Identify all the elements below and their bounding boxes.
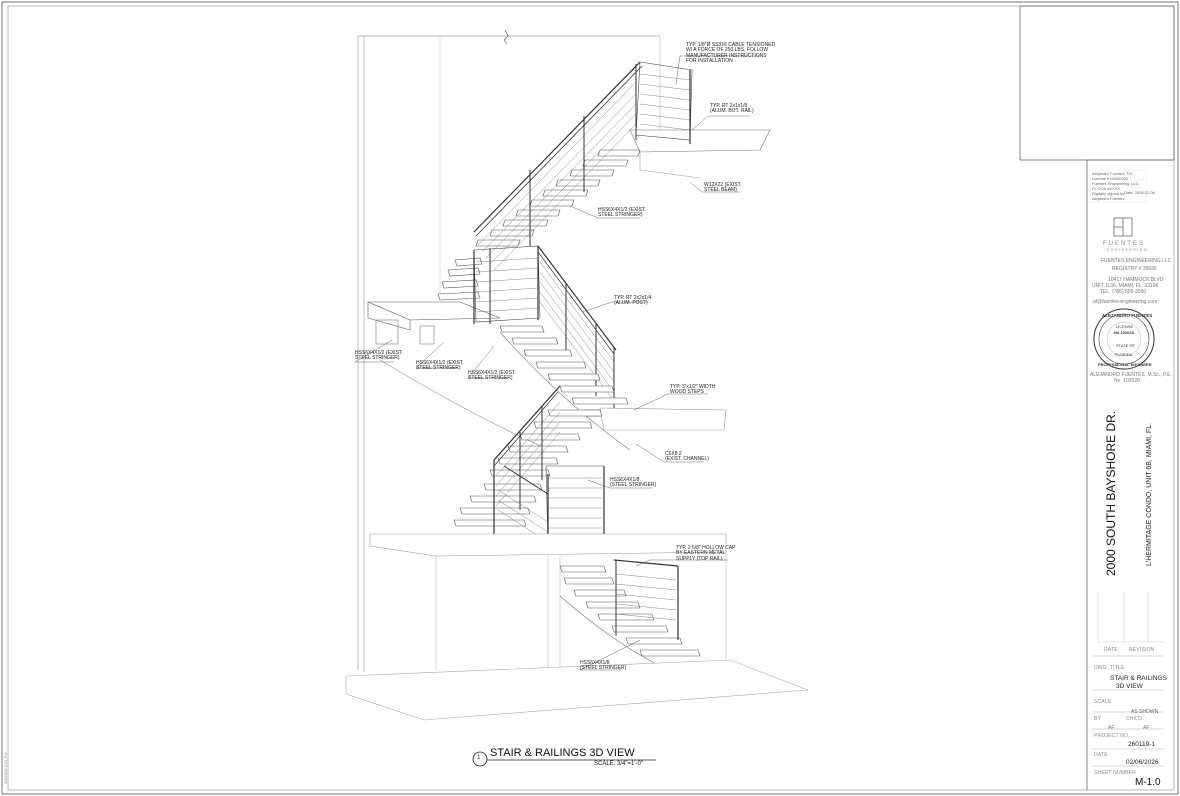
date-label: DATE	[1094, 752, 1108, 758]
dwg-title-line-2: 3D VIEW	[1116, 683, 1143, 690]
seal-top-text: ALEJANDRO FUENTES	[1102, 313, 1153, 318]
logo-sub: ENGINEERING	[1107, 248, 1149, 252]
project-no: 260119-1	[1128, 741, 1155, 748]
scale-label: SCALE	[1094, 699, 1112, 705]
dwg-title-label: DWG. TITLE	[1094, 665, 1125, 671]
firm-name: FUENTES ENGINEERING LLC	[1101, 258, 1172, 264]
seal-license: LICENSE	[1116, 324, 1134, 329]
firm-address-2: UNIT 1136, MIAMI, FL. 33196	[1092, 283, 1159, 289]
seal-number: No 102028	[1114, 330, 1134, 335]
project-name: 2000 SOUTH BAYSHORE DR.	[1104, 410, 1118, 576]
engineer-seal	[1093, 308, 1155, 370]
key-plan-box	[1019, 5, 1175, 161]
firm-logo	[1113, 217, 1133, 237]
scale-value: AS SHOWN	[1131, 709, 1159, 715]
note-hss-left: HSS6X4X1/2 (EXIST.STEEL STRINGER)	[355, 350, 403, 362]
logo-word: FUENTES	[1103, 241, 1146, 247]
view-number: 1	[477, 755, 481, 761]
rev-revision-col: REVISION	[1129, 647, 1155, 653]
sheet-number-label: SHEET NUMBER	[1094, 770, 1137, 776]
engineer-number: No. 102028	[1114, 378, 1140, 384]
firm-registry: REGISTRY # 35036	[1112, 266, 1157, 272]
note-bot-rail: TYP. RT 2x1x1/8(ALUM. BOT. RAIL)	[710, 103, 754, 115]
chkd-label: CHK'D	[1126, 716, 1143, 722]
signature-date: Date: 2026.02.06	[1124, 190, 1155, 195]
note-hss-lower: HSS6X4X1/8(STEEL STRINGER)	[610, 477, 657, 489]
project-subtitle: L'HERMITAGE CONDO, UNIT 6B, MIAMI, FL.	[1146, 422, 1153, 566]
side-timestamp: 2/6/2026 3:01 PM	[3, 752, 8, 784]
note-channel: C6X8.2(EXIST. CHANNEL)	[665, 451, 709, 463]
drawing-scale: SCALE: 3/4"=1'-0"	[594, 761, 643, 767]
firm-email: af@fuentes-engineering.com	[1093, 299, 1158, 305]
owner-block: Alejandro Fuentes, P.E. License # 000000…	[1092, 171, 1139, 201]
seal-bottom-text: PROFESSIONAL ENGINEER	[1098, 362, 1152, 367]
note-hss-mid2: HSS6X4X1/2 (EXIST.STEEL STRINGER)	[468, 370, 516, 382]
seal-florida: FLORIDA	[1115, 352, 1133, 357]
sheet-number: M-1.0	[1135, 777, 1161, 788]
note-w12x22: W12X22 (EXIST.STEEL BEAM)	[704, 182, 742, 194]
note-hss-bottom: HSS6X4X1/8(STEEL STRINGER)	[580, 660, 627, 672]
firm-tel: TEL. (786) 505-3050	[1100, 289, 1147, 295]
date-value: 02/06/2026	[1126, 759, 1159, 766]
signature-block	[1089, 169, 1147, 203]
project-no-label: PROJECT NO.	[1094, 733, 1130, 739]
stair-drawing	[345, 29, 809, 721]
engineer-name: ALEJANDRO FUENTES, M.Sc., P.E.	[1090, 372, 1172, 378]
firm-address-1: 10417 HAMMOCK BLVD	[1108, 277, 1164, 283]
chkd-value: AF	[1143, 725, 1150, 731]
note-hss-top: HSS6X4X1/2 (EXIST.STEEL STRINGER)	[598, 207, 646, 219]
drawing-title: STAIR & RAILINGS 3D VIEW	[490, 747, 635, 759]
revision-grid	[1092, 592, 1164, 767]
by-value: AF	[1108, 725, 1115, 731]
inner-border	[7, 5, 1175, 791]
by-label: BY	[1094, 716, 1102, 722]
view-number-bubble	[472, 751, 488, 767]
note-alum-post: TYP. RT 2x2x1/4(ALUM. POST)	[614, 295, 652, 307]
rev-date-col: DATE	[1104, 647, 1118, 653]
dwg-title-line-1: STAIR & RAILINGS	[1110, 675, 1167, 682]
seal-state: STATE OF	[1116, 343, 1135, 348]
note-hss-mid1: HSS6X4X1/2 (EXIST.STEEL STRINGER)	[416, 360, 464, 372]
